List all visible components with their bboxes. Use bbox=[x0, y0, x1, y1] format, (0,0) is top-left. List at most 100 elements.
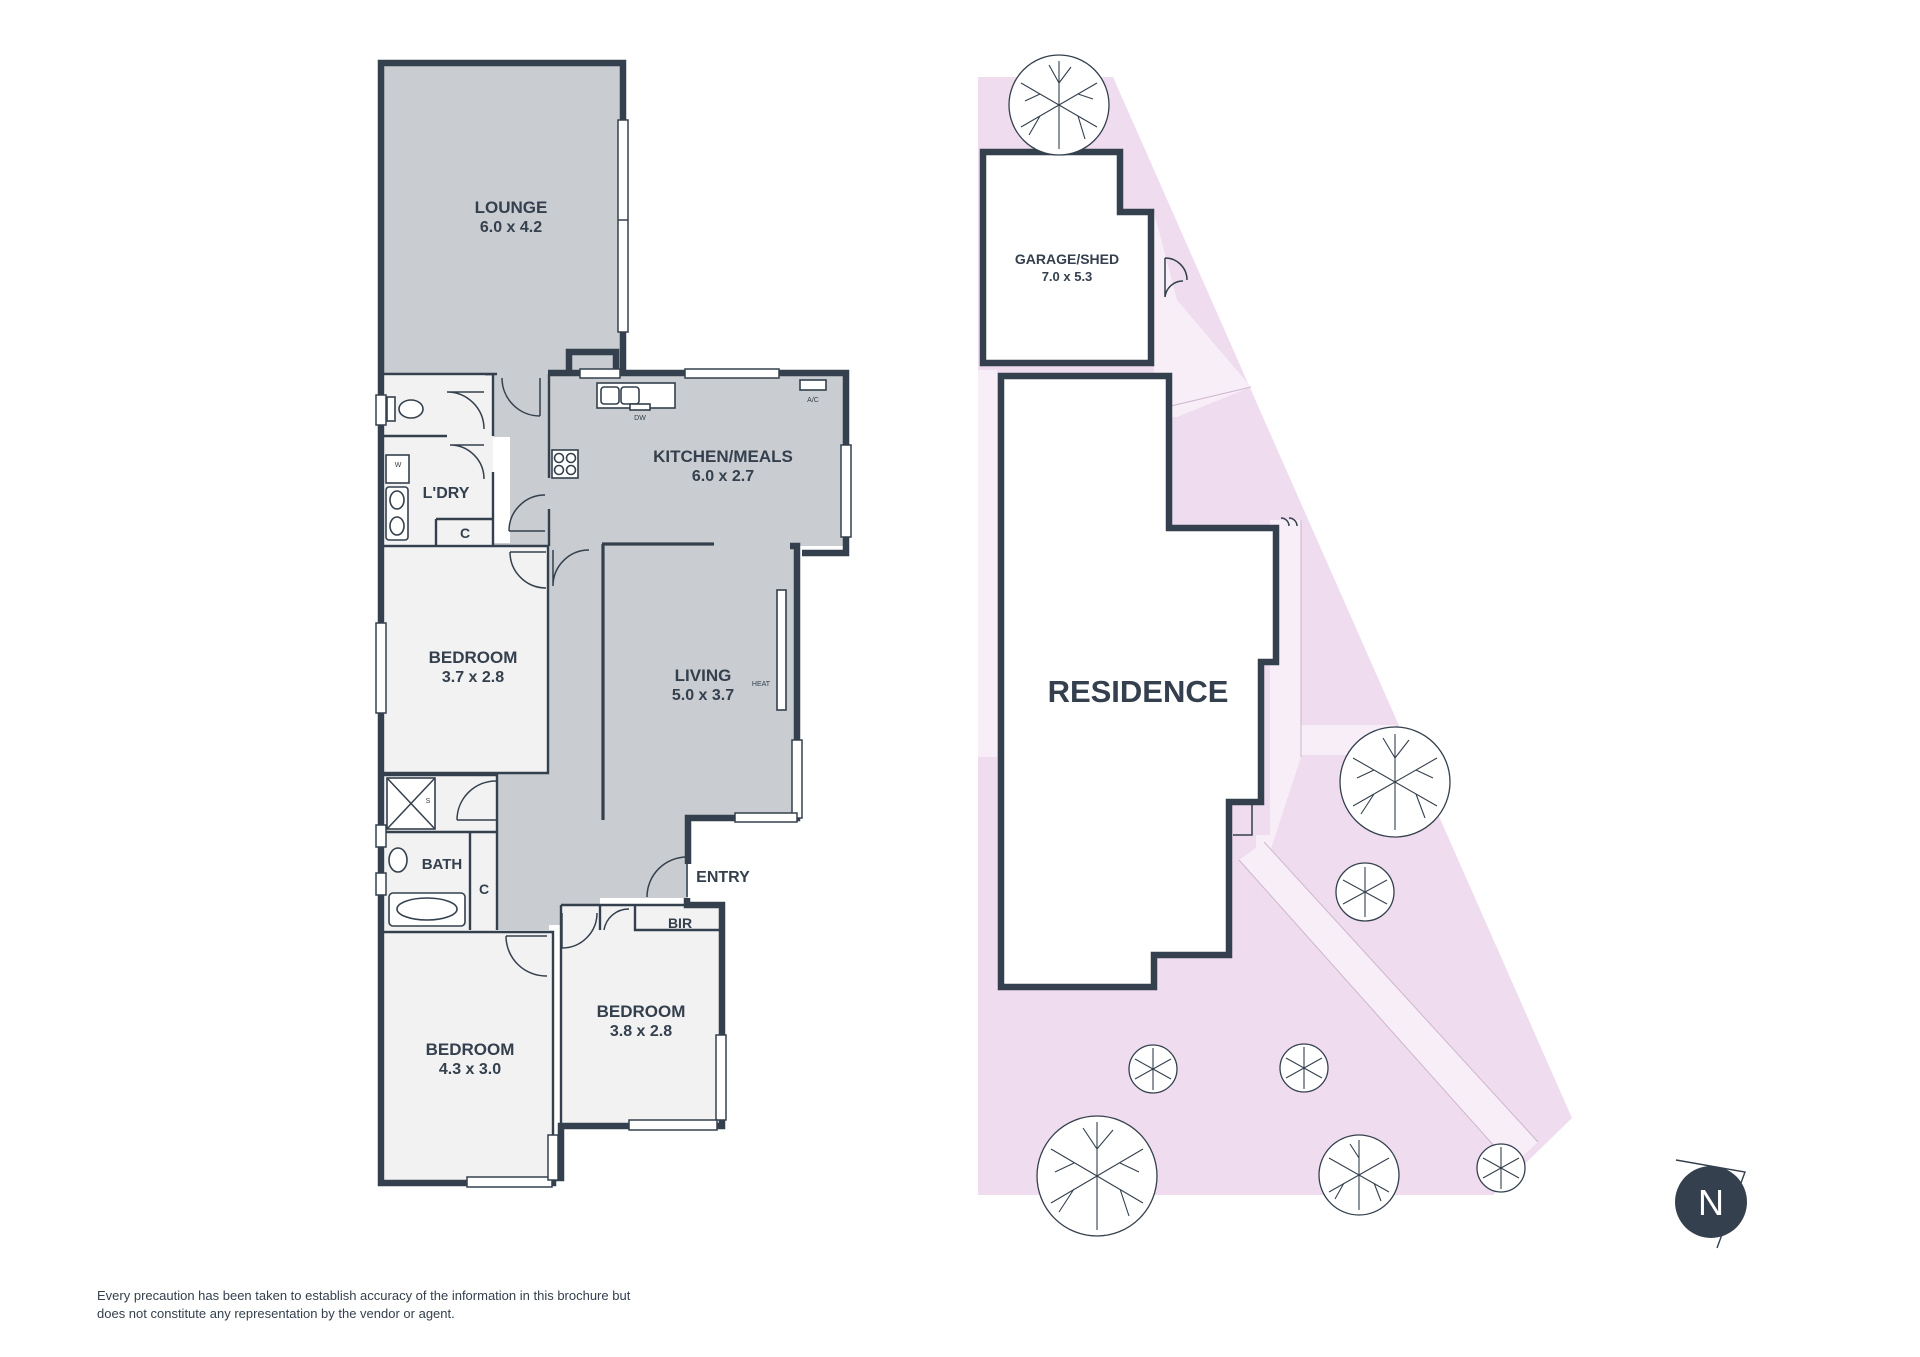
window-laundry bbox=[375, 394, 387, 426]
door-swing-kitchen bbox=[508, 494, 546, 532]
window-bedroom2-side bbox=[547, 1134, 559, 1181]
window-kitchen-sink bbox=[579, 368, 621, 379]
bath-name: BATH bbox=[422, 856, 463, 873]
window-bath-2 bbox=[375, 872, 387, 896]
tree-icon bbox=[1335, 862, 1395, 922]
interior-walls bbox=[379, 372, 722, 1183]
window-bedroom1 bbox=[375, 622, 387, 714]
lounge-name: LOUNGE bbox=[475, 198, 548, 217]
bedroom-area-3 bbox=[561, 905, 721, 1123]
window-bath-1 bbox=[375, 824, 387, 848]
bir-name: BIR bbox=[668, 915, 692, 931]
bedroom1-name: BEDROOM bbox=[429, 648, 518, 667]
tree-icon bbox=[1128, 1044, 1178, 1094]
heater-icon bbox=[776, 589, 787, 711]
diagonal-path-edge-2 bbox=[1263, 841, 1539, 1143]
washer-icon bbox=[385, 454, 410, 484]
laundry-tub-bowl-icon bbox=[389, 490, 405, 510]
residence-walls bbox=[997, 372, 1280, 991]
north-compass: N bbox=[1675, 1159, 1747, 1249]
garage-door-swing bbox=[1164, 257, 1188, 298]
lounge-area bbox=[381, 63, 623, 374]
cooktop-burner-icon bbox=[565, 464, 577, 476]
aircon-label: A/C bbox=[807, 397, 819, 404]
door-swing-bir bbox=[603, 908, 630, 931]
door-swing-entry bbox=[646, 856, 688, 898]
laundry-tub-bowl-icon bbox=[389, 516, 405, 536]
garage-size: 7.0 x 5.3 bbox=[1042, 269, 1093, 284]
toilet-icon bbox=[398, 399, 424, 419]
tree-icon bbox=[1036, 1115, 1158, 1237]
bedroom3-size: 3.8 x 2.8 bbox=[610, 1023, 672, 1040]
cooktop-burner-icon bbox=[553, 452, 565, 464]
heater-label: HEAT bbox=[752, 681, 771, 688]
porch-steps bbox=[1233, 517, 1298, 836]
side-path-garage bbox=[1154, 212, 1251, 417]
living-name: LIVING bbox=[675, 666, 732, 685]
floor-plan: DW A/C HEAT W S LOUNGE 6.0 x 4.2 KITCHEN… bbox=[375, 59, 852, 1188]
cooktop-burner-icon bbox=[565, 452, 577, 464]
sink-bowl-icon bbox=[620, 386, 640, 405]
dishwasher-icon bbox=[629, 403, 651, 411]
bedroom2-name: BEDROOM bbox=[426, 1040, 515, 1059]
door-swing-bedroom3 bbox=[561, 912, 598, 949]
tree-icon bbox=[1339, 726, 1451, 838]
bedroom-area-1 bbox=[385, 546, 549, 773]
kitchen-name: KITCHEN/MEALS bbox=[653, 447, 793, 466]
laundry-name: L'DRY bbox=[423, 485, 470, 502]
window-lounge bbox=[617, 119, 629, 333]
door-swing-bedroom1 bbox=[509, 551, 547, 589]
diagonal-path bbox=[1239, 842, 1538, 1166]
tree-icon bbox=[1279, 1043, 1329, 1093]
cupboard-bath-label: C bbox=[479, 881, 489, 897]
shower-cross-icon bbox=[386, 777, 436, 830]
bedroom2-size: 4.3 x 3.0 bbox=[439, 1061, 501, 1078]
cupboard-laundry-label: C bbox=[460, 525, 470, 541]
door-swing-bath bbox=[456, 780, 497, 821]
window-living-side bbox=[791, 739, 803, 819]
bedroom-area-2 bbox=[385, 932, 553, 1180]
kitchen-size: 6.0 x 2.7 bbox=[692, 468, 754, 485]
window-kitchen-side bbox=[840, 444, 852, 538]
living-zone-area bbox=[485, 373, 846, 930]
toilet-cistern-icon bbox=[386, 396, 396, 422]
lounge-size: 6.0 x 4.2 bbox=[480, 219, 542, 236]
sink-bowl-icon bbox=[600, 386, 620, 405]
tree-icon bbox=[1476, 1143, 1526, 1193]
garage-name: GARAGE/SHED bbox=[1015, 251, 1119, 267]
door-swing-hall2 bbox=[552, 549, 590, 587]
living-size: 5.0 x 3.7 bbox=[672, 687, 734, 704]
window-kitchen-top bbox=[684, 368, 780, 379]
door-swing-laundry bbox=[449, 444, 485, 480]
compass-label: N bbox=[1698, 1182, 1724, 1223]
tree-icon bbox=[1008, 54, 1110, 156]
cooktop-burner-icon bbox=[553, 464, 565, 476]
window-living-bottom bbox=[734, 812, 798, 823]
window-bedroom3 bbox=[628, 1119, 718, 1131]
disclaimer-text: Every precaution has been taken to estab… bbox=[97, 1288, 631, 1321]
bedroom3-name: BEDROOM bbox=[597, 1002, 686, 1021]
residence-name: RESIDENCE bbox=[1048, 674, 1229, 709]
site-plan: GARAGE/SHED 7.0 x 5.3 RESIDENCE bbox=[978, 54, 1572, 1237]
living-partition-wall bbox=[601, 542, 714, 820]
door-swing-bedroom2 bbox=[505, 935, 548, 977]
basin-icon bbox=[388, 847, 408, 873]
compass-badge bbox=[1675, 1166, 1747, 1238]
garage-walls bbox=[979, 148, 1155, 367]
tree-icon bbox=[1318, 1134, 1400, 1216]
washer-label: W bbox=[395, 462, 402, 469]
door-swing-wc bbox=[446, 391, 485, 430]
bathtub-inner-icon bbox=[396, 897, 458, 921]
diagonal-path-edge-1 bbox=[1238, 859, 1513, 1167]
side-path-west bbox=[978, 370, 997, 757]
window-bedroom2 bbox=[466, 1176, 553, 1188]
entry-name: ENTRY bbox=[696, 869, 750, 886]
dishwasher-label: DW bbox=[634, 415, 646, 422]
door-swing-hall bbox=[501, 377, 541, 417]
side-path-east bbox=[1256, 520, 1407, 860]
compass-needle-icon bbox=[1675, 1159, 1746, 1249]
bedroom1-size: 3.7 x 2.8 bbox=[442, 669, 504, 686]
aircon-icon bbox=[799, 379, 827, 391]
shower-label: S bbox=[426, 798, 431, 805]
